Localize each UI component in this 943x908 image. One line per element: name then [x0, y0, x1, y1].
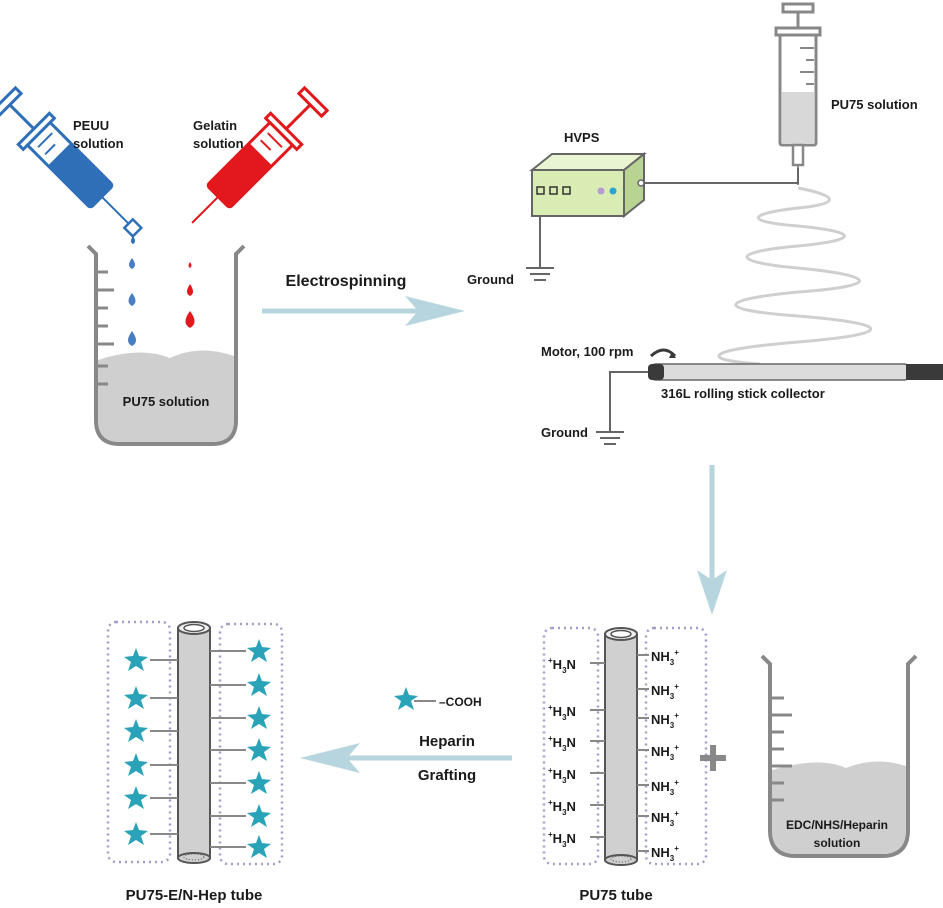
peuu-syringe: [0, 85, 144, 239]
heparin-molecule-icon: [394, 687, 436, 710]
rolling-stick-collector: [648, 348, 943, 381]
pu75-tube-label: PU75 tube: [579, 887, 652, 904]
hvps-label: HVPS: [564, 130, 600, 145]
beaker-edc-label: EDC/NHS/Heparin: [786, 818, 888, 832]
svg-text:NH3+: NH3+: [651, 682, 679, 701]
beaker-edc-heparin: [760, 654, 918, 858]
hep-tube-group: [106, 620, 284, 866]
amine-left-groups: +H3N +H3N +H3N +H3N +H3N +H3N: [548, 656, 576, 849]
electrospinning-arrow: [262, 296, 465, 326]
electrospinning-label: Electrospinning: [286, 273, 407, 290]
gelatin-label-2: solution: [193, 136, 244, 151]
pu75-tube-group: [542, 626, 708, 866]
svg-text:+H3N: +H3N: [548, 734, 576, 753]
peuu-label-2: solution: [73, 136, 124, 151]
svg-text:NH3+: NH3+: [651, 648, 679, 667]
svg-text:NH3+: NH3+: [651, 743, 679, 762]
ground-top-label: Ground: [467, 272, 514, 287]
svg-text:+H3N: +H3N: [548, 766, 576, 785]
cooh-label: –COOH: [439, 695, 482, 709]
ground-symbol-bottom: [596, 431, 624, 445]
amine-right-groups: NH3+ NH3+ NH3+ NH3+ NH3+ NH3+ NH3+: [651, 648, 679, 863]
collector-label: 316L rolling stick collector: [661, 386, 825, 401]
peuu-label: PEUU: [73, 118, 109, 133]
down-arrow: [697, 465, 727, 615]
svg-text:NH3+: NH3+: [651, 778, 679, 797]
ground-symbol-top: [526, 267, 554, 281]
svg-text:NH3+: NH3+: [651, 809, 679, 828]
beaker-pu75: [86, 236, 246, 446]
motor-label: Motor, 100 rpm: [541, 344, 633, 359]
syringe-solution-label: PU75 solution: [831, 97, 918, 112]
gelatin-label: Gelatin: [193, 118, 237, 133]
gelatin-syringe: [191, 85, 330, 224]
grafting-arrow: [300, 743, 512, 773]
beaker-pu75-label: PU75 solution: [123, 394, 210, 409]
pu75-syringe: [774, 2, 822, 185]
svg-text:+H3N: +H3N: [548, 798, 576, 817]
svg-text:NH3+: NH3+: [651, 844, 679, 863]
svg-text:+H3N: +H3N: [548, 703, 576, 722]
hvps-box: [529, 151, 647, 219]
plus-icon: [700, 745, 726, 771]
heparin-stars-right: [210, 639, 271, 858]
grafting-label: Grafting: [418, 767, 476, 784]
heparin-stars-left: [124, 648, 178, 845]
svg-text:+H3N: +H3N: [548, 656, 576, 675]
ground-bottom-label: Ground: [541, 425, 588, 440]
svg-text:NH3+: NH3+: [651, 711, 679, 730]
beaker-edc-label-2: solution: [814, 836, 861, 850]
heparin-label: Heparin: [419, 733, 475, 750]
hep-tube-label: PU75-E/N-Hep tube: [126, 887, 263, 904]
svg-text:+H3N: +H3N: [548, 830, 576, 849]
fiber-spiral: [717, 186, 872, 366]
